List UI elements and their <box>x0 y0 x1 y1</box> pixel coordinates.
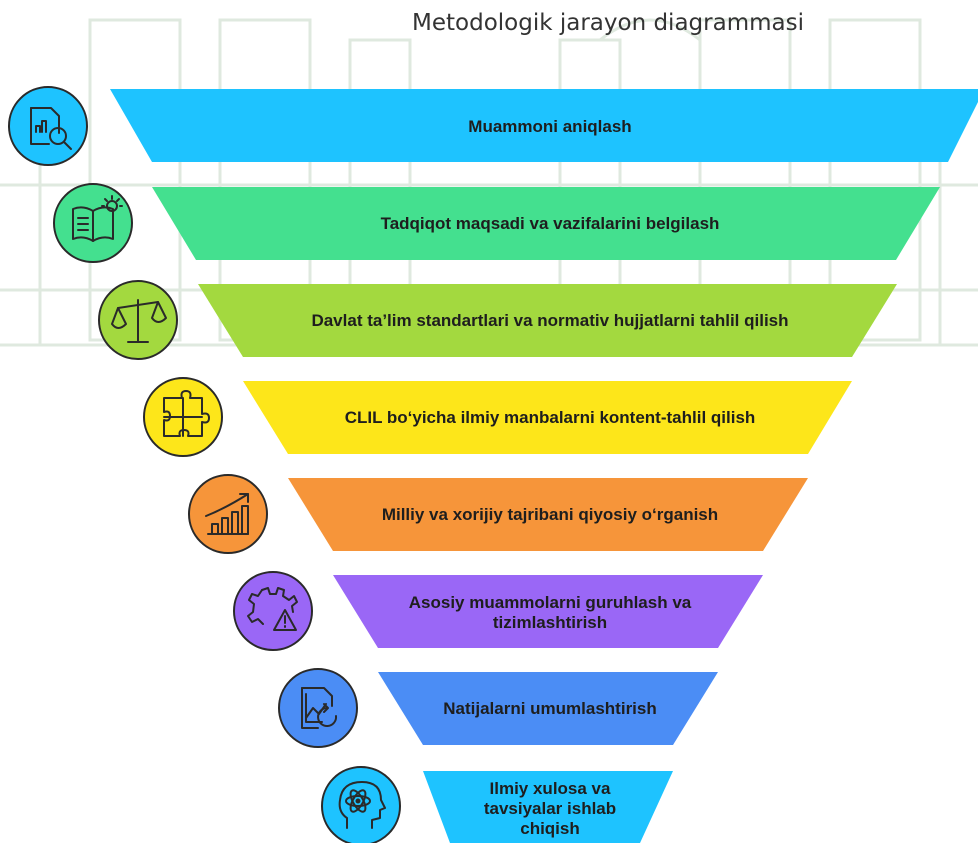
funnel-band-6 <box>333 575 763 648</box>
chart-magnifier-icon <box>8 86 88 166</box>
growth-chart-icon <box>188 474 268 554</box>
funnel-band-1 <box>110 89 978 162</box>
step-label-5: Milliy va xorijiy tajribani qiyosiy o‘rg… <box>381 505 719 524</box>
step-label-4: CLIL bo‘yicha ilmiy manbalarni kontent-t… <box>344 408 756 427</box>
funnel-band-5 <box>288 478 808 551</box>
document-chart-refresh-icon <box>278 668 358 748</box>
balance-scale-icon <box>98 280 178 360</box>
step-label-6: Asosiy muammolarni guruhlash va tizimlas… <box>408 593 692 632</box>
funnel-band-3 <box>198 284 897 357</box>
step-label-8: Ilmiy xulosa va tavsiyalar ishlab chiqis… <box>483 778 617 838</box>
step-label-2: Tadqiqot maqsadi va vazifalarini belgila… <box>380 214 720 233</box>
step-label-1: Muammoni aniqlash <box>468 117 632 136</box>
diagram-title: Metodologik jarayon diagrammasi <box>412 10 804 36</box>
gear-warning-icon <box>233 571 313 651</box>
funnel-band-4 <box>243 381 852 454</box>
book-lightbulb-icon <box>53 183 133 263</box>
puzzle-icon <box>143 377 223 457</box>
funnel-band-2 <box>152 187 940 260</box>
step-label-3: Davlat ta’lim standartlari va normativ h… <box>311 311 789 330</box>
head-atom-icon <box>321 766 401 843</box>
funnel-band-8 <box>423 771 673 843</box>
funnel-band-7 <box>378 672 718 745</box>
step-label-7: Natijalarni umumlashtirish <box>443 699 657 718</box>
